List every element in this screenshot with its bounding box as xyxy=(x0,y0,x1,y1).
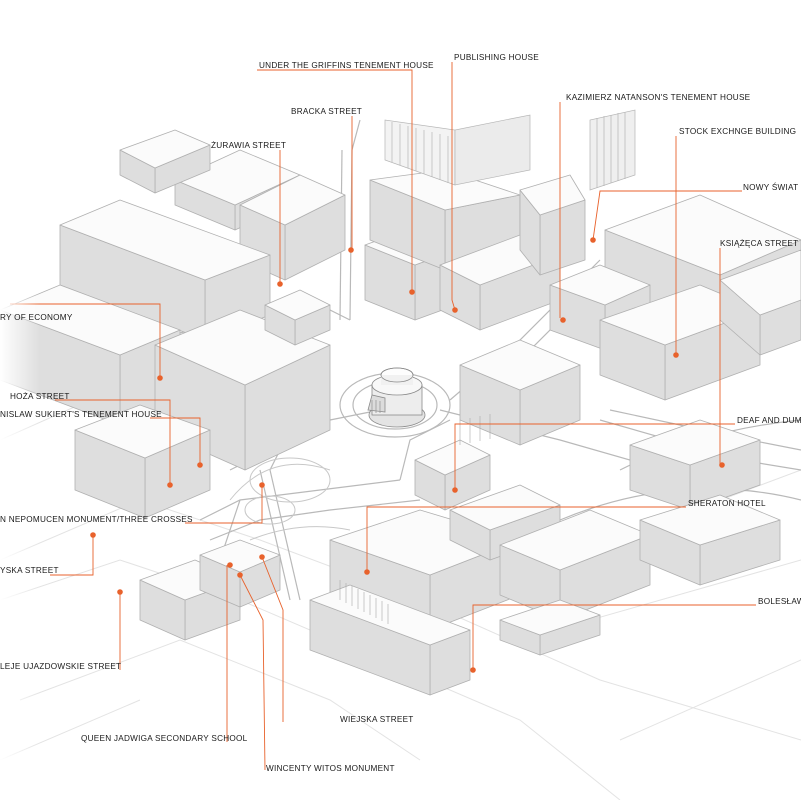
marker-sukiert xyxy=(197,462,203,468)
block-wiejska xyxy=(309,584,471,696)
marker-wiejska xyxy=(259,554,265,560)
marker-stock xyxy=(673,352,679,358)
label-zurawia-street: ŻURAWIA STREET xyxy=(211,141,287,150)
leader-hoza xyxy=(55,399,171,485)
leader-economy xyxy=(10,303,161,378)
label-witos-monument: WINCENTY WITOS MONUMENT xyxy=(266,764,395,773)
label-publishing-house: PUBLISHING HOUSE xyxy=(454,53,539,62)
label-nowy-swiat: NOWY ŚWIAT S xyxy=(743,183,801,192)
location-markers xyxy=(90,237,725,673)
publishing-house-tower xyxy=(384,109,636,191)
label-ministry-economy: RY OF ECONOMY xyxy=(0,313,73,322)
facade-details xyxy=(339,414,491,624)
label-sukiert-tenement: NISLAW SUKIERT'S TENEMENT HOUSE xyxy=(0,410,162,419)
label-boleslawa-street: BOLESŁAW xyxy=(758,597,801,606)
label-wspolna-street: YSKA STREET xyxy=(0,566,59,575)
label-nepomucen-monument: N NEPOMUCEN MONUMENT/THREE CROSSES xyxy=(0,515,193,524)
square-paths xyxy=(229,457,351,541)
block-witos xyxy=(199,539,281,608)
marker-griffins xyxy=(409,289,415,295)
block-east-middle xyxy=(459,339,581,446)
marker-deaf xyxy=(452,487,458,493)
label-ksiazeca-street: KSIĄŻĘCA STREET xyxy=(720,239,799,248)
leader-sukiert xyxy=(150,417,201,465)
leader-griffins xyxy=(257,69,413,292)
label-hoza-street: HOŻA STREET xyxy=(10,392,70,401)
label-natanson-tenement: KAZIMIERZ NATANSON'S TENEMENT HOUSE xyxy=(566,93,751,102)
left-fade xyxy=(0,0,40,800)
leader-monument xyxy=(185,485,263,524)
label-ujazdowskie-street: LEJE UJAZDOWSKIE STREET xyxy=(0,662,122,671)
label-stock-exchange: STOCK EXCHNGE BUILDING xyxy=(679,127,797,136)
marker-nowy-swiat xyxy=(590,237,596,243)
leader-witos xyxy=(239,574,266,771)
marker-zurawia xyxy=(277,281,283,287)
block-far-right xyxy=(719,249,801,356)
block-lower-east xyxy=(499,599,601,656)
leader-sheraton xyxy=(366,506,686,572)
marker-witos xyxy=(237,572,243,578)
block-sheraton-hotel xyxy=(499,509,651,621)
label-queen-jadwiga-school: QUEEN JADWIGA SECONDARY SCHOOL xyxy=(81,734,248,743)
marker-monument xyxy=(259,482,265,488)
label-sheraton-hotel: SHERATON HOTEL xyxy=(688,499,766,508)
marker-economy xyxy=(157,375,163,381)
leader-wspolna xyxy=(50,535,94,576)
leader-lines xyxy=(10,62,756,771)
marker-boleslawa xyxy=(470,667,476,673)
buildings xyxy=(0,129,801,696)
marker-jadwiga xyxy=(227,562,233,568)
marker-bracka xyxy=(348,247,354,253)
marker-natanson xyxy=(560,317,566,323)
leader-publishing xyxy=(451,62,456,311)
label-bracka-street: BRACKA STREET xyxy=(291,107,363,116)
block-jadwiga-school xyxy=(139,559,241,641)
block-deaf-west xyxy=(414,439,491,511)
leader-nowy-swiat xyxy=(592,190,742,241)
block-boleslawa xyxy=(639,494,781,586)
marker-hoza xyxy=(167,482,173,488)
marker-sheraton xyxy=(364,569,370,575)
marker-publishing xyxy=(452,307,458,313)
marker-wspolna xyxy=(90,532,96,538)
marker-ksiazeca xyxy=(719,462,725,468)
central-rotunda xyxy=(367,367,426,428)
block-natanson-east xyxy=(519,174,586,276)
leader-boleslawa xyxy=(472,604,756,670)
leader-deaf xyxy=(454,423,735,490)
label-deaf-and-dumb: DEAF AND DUMB xyxy=(737,416,801,425)
leader-wiejska xyxy=(261,556,284,722)
label-griffins-tenement: UNDER THE GRIFFINS TENEMENT HOUSE xyxy=(259,61,434,70)
marker-ujazdowskie xyxy=(117,589,123,595)
block-deaf-and-dumb xyxy=(629,419,761,511)
block-far-left xyxy=(119,129,211,194)
label-wiejska-street: WIEJSKA STREET xyxy=(340,715,414,724)
block-small-corner xyxy=(264,289,331,346)
